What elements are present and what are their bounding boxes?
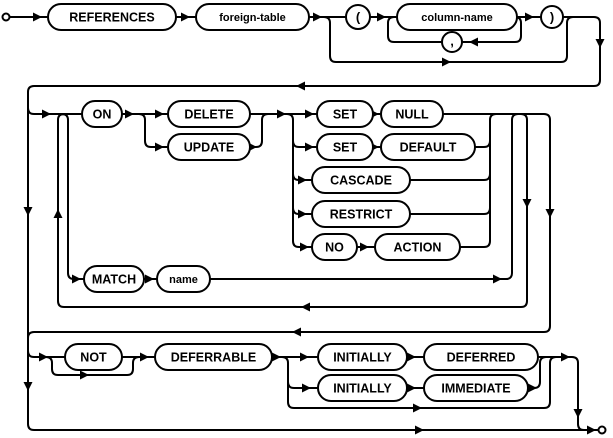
node-name: name xyxy=(156,265,211,293)
node-initially-immediate-initially: INITIALLY xyxy=(317,374,408,402)
svg-text:ON: ON xyxy=(93,108,112,122)
node-immediate: IMMEDIATE xyxy=(423,374,529,402)
node-deferred: DEFERRED xyxy=(423,343,539,371)
node-restrict: RESTRICT xyxy=(311,200,411,228)
svg-text:SET: SET xyxy=(333,108,358,122)
arrowheads xyxy=(23,12,605,435)
svg-text:(: ( xyxy=(356,10,361,25)
node-on: ON xyxy=(81,100,123,128)
svg-text:DEFERRABLE: DEFERRABLE xyxy=(171,351,256,365)
svg-text:SET: SET xyxy=(333,141,358,155)
svg-text:): ) xyxy=(550,10,554,25)
node-deferrable: DEFERRABLE xyxy=(154,343,273,371)
svg-text:foreign-table: foreign-table xyxy=(219,12,286,24)
node-no: NO xyxy=(311,233,358,261)
node-references: REFERENCES xyxy=(47,3,177,31)
svg-text:UPDATE: UPDATE xyxy=(184,141,234,155)
node-set-null-set: SET xyxy=(316,100,374,128)
end-terminal xyxy=(597,425,607,435)
svg-text:DEFERRED: DEFERRED xyxy=(447,351,516,365)
svg-text:NOT: NOT xyxy=(80,351,107,365)
svg-text:REFERENCES: REFERENCES xyxy=(69,11,154,25)
svg-text:ACTION: ACTION xyxy=(394,241,442,255)
svg-text:NULL: NULL xyxy=(395,108,429,122)
node-column-name: column-name xyxy=(396,3,518,31)
start-terminal xyxy=(1,12,11,22)
node-delete: DELETE xyxy=(167,100,251,128)
svg-text:name: name xyxy=(169,274,198,286)
svg-text:INITIALLY: INITIALLY xyxy=(333,382,392,396)
node-foreign-table: foreign-table xyxy=(195,3,310,31)
svg-text:IMMEDIATE: IMMEDIATE xyxy=(441,382,510,396)
node-match: MATCH xyxy=(83,265,145,293)
svg-text:DEFAULT: DEFAULT xyxy=(400,141,457,155)
svg-text:INITIALLY: INITIALLY xyxy=(333,351,392,365)
svg-text:NO: NO xyxy=(325,241,344,255)
node-initially-deferred-initially: INITIALLY xyxy=(317,343,408,371)
node-set-default-set: SET xyxy=(316,133,374,161)
svg-text:column-name: column-name xyxy=(421,12,493,24)
svg-text:,: , xyxy=(450,34,454,49)
svg-text:DELETE: DELETE xyxy=(184,108,233,122)
node-comma: , xyxy=(441,31,463,53)
node-null: NULL xyxy=(380,100,444,128)
node-default: DEFAULT xyxy=(380,133,476,161)
node-close-paren: ) xyxy=(540,5,564,29)
node-action: ACTION xyxy=(374,233,461,261)
svg-text:RESTRICT: RESTRICT xyxy=(330,208,393,222)
node-open-paren: ( xyxy=(345,4,371,30)
svg-text:MATCH: MATCH xyxy=(92,273,136,287)
node-update: UPDATE xyxy=(167,133,251,161)
svg-text:CASCADE: CASCADE xyxy=(330,174,392,188)
node-cascade: CASCADE xyxy=(311,166,411,194)
node-not: NOT xyxy=(64,343,123,371)
